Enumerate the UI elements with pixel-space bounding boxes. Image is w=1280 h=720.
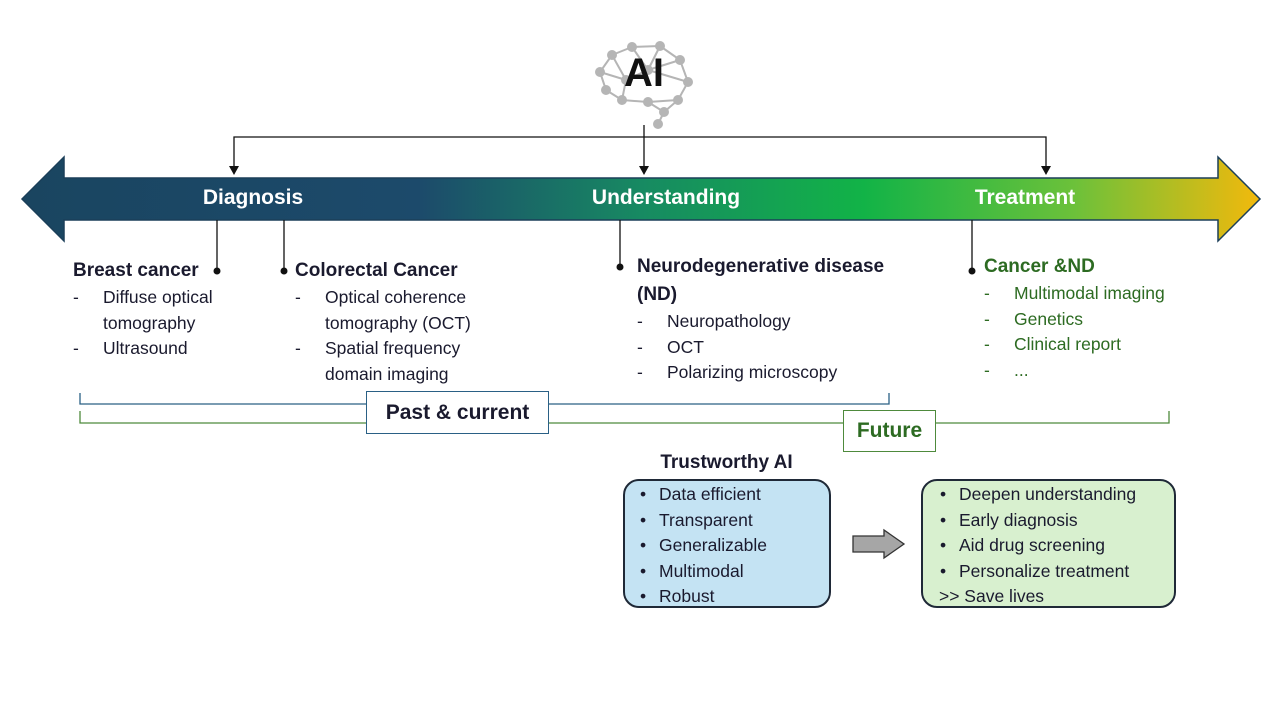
- list-item: Optical coherence tomography (OCT): [295, 285, 495, 336]
- stage-diagnosis: Diagnosis: [202, 186, 304, 209]
- list-item: Aid drug screening: [937, 533, 1174, 559]
- colorectal-cancer-heading: Colorectal Cancer: [295, 260, 458, 281]
- trustworthy-ai-box: Data efficient Transparent Generalizable…: [623, 479, 831, 610]
- neurodegenerative-list: Neuropathology OCT Polarizing microscopy: [637, 309, 887, 386]
- list-item: Diffuse optical tomography: [73, 285, 263, 336]
- breast-cancer-group: Breast cancer Diffuse optical tomography…: [73, 257, 263, 362]
- group-dots: [213, 263, 976, 275]
- list-item: Neuropathology: [637, 309, 887, 335]
- past-current-label: Past & current: [366, 391, 549, 434]
- list-item: Clinical report: [984, 332, 1214, 358]
- list-item: OCT: [637, 335, 887, 361]
- stage-treatment: Treatment: [974, 186, 1076, 209]
- breast-cancer-heading: Breast cancer: [73, 260, 199, 281]
- neurodegenerative-group: Neurodegenerative disease (ND) Neuropath…: [637, 253, 887, 386]
- list-item: Transparent: [637, 508, 829, 534]
- ai-connector-lines: [233, 125, 1047, 168]
- list-item: Multimodal: [637, 559, 829, 585]
- outcomes-box: Deepen understanding Early diagnosis Aid…: [921, 479, 1176, 608]
- brain-network-icon: [595, 41, 693, 129]
- list-item: Polarizing microscopy: [637, 360, 887, 386]
- list-item: Early diagnosis: [937, 508, 1174, 534]
- list-item: ...: [984, 358, 1214, 384]
- save-lives-text: >> Save lives: [939, 586, 1045, 606]
- list-item: Generalizable: [637, 533, 829, 559]
- neurodegenerative-heading: Neurodegenerative disease (ND): [637, 256, 885, 305]
- list-item: Robust: [637, 584, 829, 610]
- colorectal-cancer-group: Colorectal Cancer Optical coherence tomo…: [295, 257, 495, 387]
- cancer-nd-list: Multimodal imaging Genetics Clinical rep…: [984, 281, 1214, 383]
- list-item: Personalize treatment: [937, 559, 1174, 585]
- trustworthy-ai-list: Data efficient Transparent Generalizable…: [637, 482, 829, 610]
- future-bracket: [79, 411, 1170, 424]
- list-item: Ultrasound: [73, 336, 263, 362]
- breast-cancer-list: Diffuse optical tomography Ultrasound: [73, 285, 263, 362]
- cancer-nd-heading: Cancer &ND: [984, 256, 1095, 277]
- ai-label: AI: [624, 51, 664, 95]
- ai-connector-arrowheads: [229, 166, 1051, 175]
- list-item: Data efficient: [637, 482, 829, 508]
- trustworthy-ai-title: Trustworthy AI: [660, 452, 793, 473]
- cancer-nd-group: Cancer &ND Multimodal imaging Genetics C…: [984, 253, 1214, 383]
- outcomes-list: Deepen understanding Early diagnosis Aid…: [937, 482, 1174, 584]
- list-item: Genetics: [984, 307, 1214, 333]
- list-item: Spatial frequency domain imaging: [295, 336, 495, 387]
- right-block-arrow: [852, 528, 906, 560]
- colorectal-cancer-list: Optical coherence tomography (OCT) Spati…: [295, 285, 495, 387]
- list-item: Multimodal imaging: [984, 281, 1214, 307]
- stage-understanding: Understanding: [591, 186, 741, 209]
- timeline-arrow: [20, 155, 1262, 243]
- list-item: Deepen understanding: [937, 482, 1174, 508]
- group-stems: [216, 220, 973, 270]
- future-label: Future: [843, 410, 936, 452]
